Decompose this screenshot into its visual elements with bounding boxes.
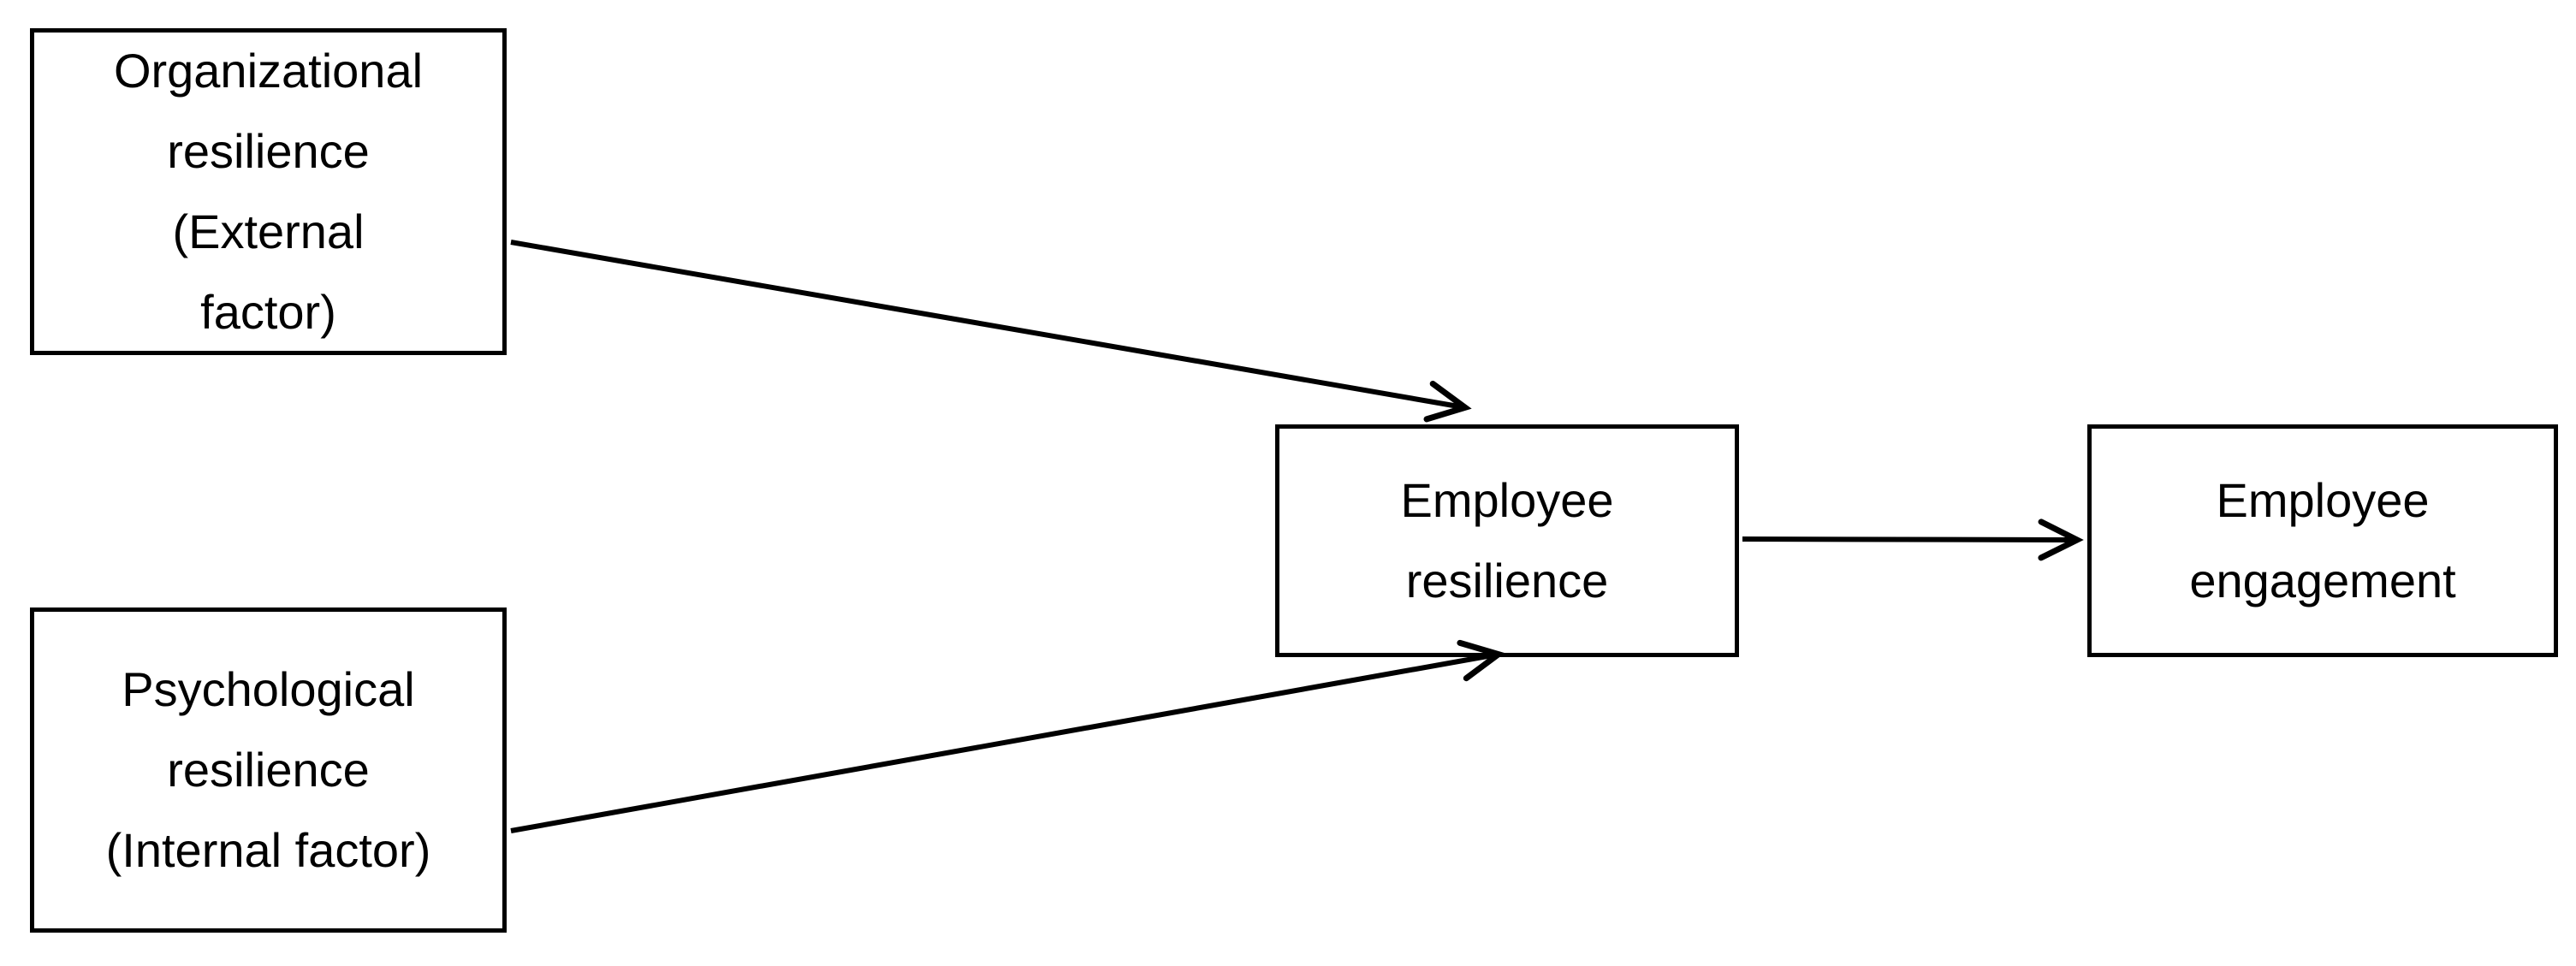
- node-employee-engagement: Employee engagement: [2087, 424, 2558, 657]
- node-organizational-resilience-label: Organizational resilience (External fact…: [113, 44, 424, 339]
- node-psychological-resilience-label: Psychological resilience (Internal facto…: [105, 662, 431, 877]
- edge-psychological-to-employee-resilience-arrow: [510, 639, 1505, 833]
- node-employee-resilience-label: Employee resilience: [1400, 473, 1614, 607]
- node-psychological-resilience: Psychological resilience (Internal facto…: [30, 607, 507, 933]
- edge-employee-resilience-to-employee-engagement-arrow: [1742, 519, 2084, 561]
- node-organizational-resilience: Organizational resilience (External fact…: [30, 28, 507, 355]
- node-employee-resilience: Employee resilience: [1275, 424, 1739, 657]
- node-employee-engagement-label: Employee engagement: [2189, 473, 2456, 607]
- edge-organizational-to-employee-resilience-arrow: [510, 240, 1472, 423]
